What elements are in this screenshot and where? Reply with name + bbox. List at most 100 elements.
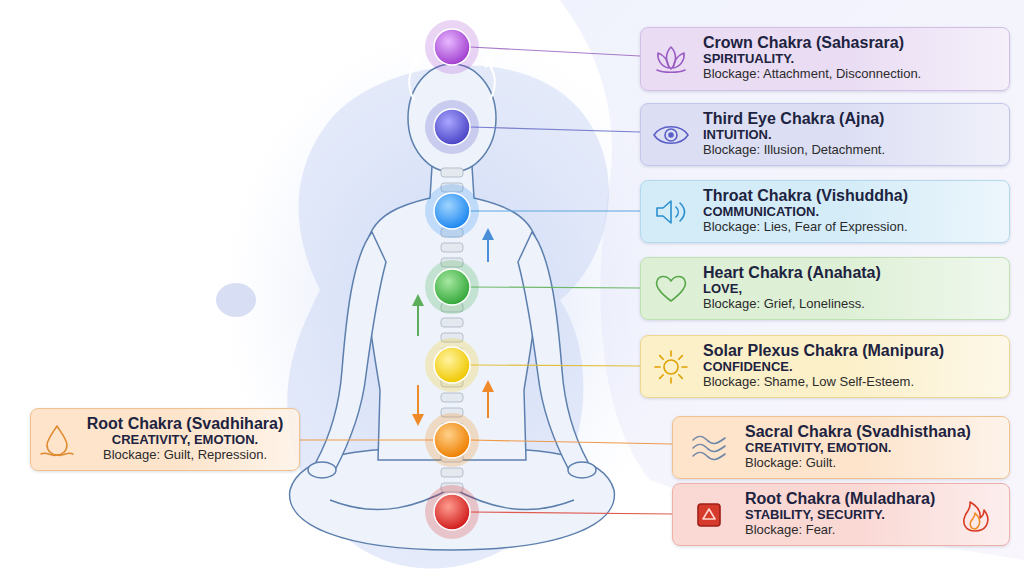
chakra-points: [425, 20, 479, 539]
vertebra: [441, 468, 463, 477]
chakra-orb: [434, 347, 470, 383]
chakra-orb: [434, 269, 470, 305]
chakra-title: Root Chakra (Svadhihara): [81, 415, 289, 433]
chakra-point: [425, 100, 479, 154]
chakra-point: [425, 20, 479, 74]
chakra-box: Root Chakra (Muladhara)STABILITY, SECURI…: [672, 483, 1010, 546]
head: [408, 64, 496, 172]
leader-line: [470, 210, 640, 211]
chakra-blockage: Blockage: Lies, Fear of Expression.: [703, 220, 999, 235]
speaker-icon: [657, 201, 685, 223]
chakra-point: [425, 413, 479, 467]
chakra-icon: [649, 190, 693, 234]
fire-icon: [953, 493, 997, 537]
energy-arrows: [409, 60, 495, 420]
chakra-title: Solar Plexus Chakra (Manipura): [703, 342, 999, 360]
vertebra: [441, 393, 463, 402]
lotus-icon: [657, 47, 685, 72]
right-hand: [568, 462, 596, 478]
energy-arrow: [417, 385, 419, 420]
chakra-title: Third Eye Chakra (Ajna): [703, 110, 999, 128]
chakra-point: [425, 184, 479, 238]
chakra-orb: [434, 109, 470, 145]
seal-icon: [698, 504, 720, 526]
chakra-icon: [649, 267, 693, 311]
chakra-title: Sacral Chakra (Svadhisthana): [745, 423, 999, 441]
chakra-glow: [425, 100, 479, 154]
waves-icon: [693, 436, 725, 459]
chakra-glow: [425, 260, 479, 314]
energy-arrow: [409, 60, 418, 100]
chakra-glow: [425, 413, 479, 467]
chakra-box: Crown Chakra (Sahasrara)SPIRITUALITY.Blo…: [640, 27, 1010, 91]
chakra-quality: STABILITY, SECURITY.: [745, 508, 999, 523]
chakra-glow: [425, 338, 479, 392]
chakra-quality: LOVE,: [703, 282, 999, 297]
chakra-blockage: Blockage: Guilt.: [745, 456, 999, 471]
chakra-box: Solar Plexus Chakra (Manipura)CONFIDENCE…: [640, 335, 1010, 398]
left-hand: [308, 462, 336, 478]
chakra-quality: CREATIVITY, EMOTION.: [745, 441, 999, 456]
drop-icon: [41, 426, 73, 455]
chakra-orb: [434, 422, 470, 458]
left-arm: [316, 232, 386, 472]
chakra-blockage: Blockage: Fear.: [745, 523, 999, 538]
chakra-icon: [649, 345, 693, 389]
eye-icon: [654, 126, 688, 143]
energy-arrow: [486, 60, 495, 100]
chakra-glow: [425, 184, 479, 238]
leader-line: [470, 47, 640, 56]
chakra-point: [425, 338, 479, 392]
background-glow: [222, 30, 682, 570]
chakra-icon: [35, 418, 79, 462]
leader-line: [300, 439, 434, 440]
energy-arrow: [487, 386, 489, 418]
vertebra: [441, 318, 463, 327]
chakra-blockage: Blockage: Illusion, Detachment.: [703, 143, 999, 158]
chakra-title: Throat Chakra (Vishuddha): [703, 187, 999, 205]
chakra-quality: SPIRITUALITY.: [703, 52, 999, 67]
chakra-box: Sacral Chakra (Svadhisthana)CREATIVITY, …: [672, 416, 1010, 479]
leader-line: [470, 440, 672, 444]
chakra-quality: CREATIVITY, EMOTION.: [81, 433, 289, 448]
chakra-orb: [434, 29, 470, 65]
chakra-box: Heart Chakra (Anahata)LOVE,Blockage: Gri…: [640, 257, 1010, 320]
chakra-glow: [425, 485, 479, 539]
chakra-icon: [687, 493, 731, 537]
chakra-quality: INTUITION.: [703, 128, 999, 143]
energy-arrow: [487, 234, 489, 262]
vertebra: [441, 243, 463, 252]
fire-icon: [964, 502, 988, 531]
chakra-quality: COMMUNICATION.: [703, 205, 999, 220]
chakra-glow: [425, 20, 479, 74]
right-arm: [518, 232, 588, 472]
chakra-point: [425, 260, 479, 314]
heart-icon: [657, 276, 686, 301]
chakra-icon: [649, 37, 693, 81]
leader-line: [470, 127, 640, 132]
chakra-blockage: Blockage: Guilt, Repression.: [81, 448, 289, 463]
chakra-blockage: Blockage: Attachment, Disconnection.: [703, 67, 999, 82]
chakra-box: Throat Chakra (Vishuddha)COMMUNICATION.B…: [640, 180, 1010, 243]
meditating-figure: [290, 64, 615, 550]
leader-line: [470, 512, 672, 514]
chakra-blockage: Blockage: Grief, Loneliness.: [703, 297, 999, 312]
leader-lines: [300, 47, 672, 514]
chakra-box: Root Chakra (Svadhihara)CREATIVITY, EMOT…: [30, 408, 300, 471]
chakra-orb: [434, 193, 470, 229]
chakra-quality: CONFIDENCE.: [703, 360, 999, 375]
leader-line: [470, 287, 640, 288]
leader-line: [470, 365, 640, 366]
chakra-icon: [649, 113, 693, 157]
chakra-box: Third Eye Chakra (Ajna)INTUITION.Blockag…: [640, 103, 1010, 166]
sun-icon: [655, 351, 687, 383]
vertebra: [441, 168, 463, 177]
chakra-title: Root Chakra (Muladhara): [745, 490, 999, 508]
chakra-title: Crown Chakra (Sahasrara): [703, 34, 999, 52]
chakra-icon: [687, 426, 731, 470]
chakra-title: Heart Chakra (Anahata): [703, 264, 999, 282]
chakra-blockage: Blockage: Shame, Low Self-Esteem.: [703, 375, 999, 390]
chakra-orb: [434, 494, 470, 530]
